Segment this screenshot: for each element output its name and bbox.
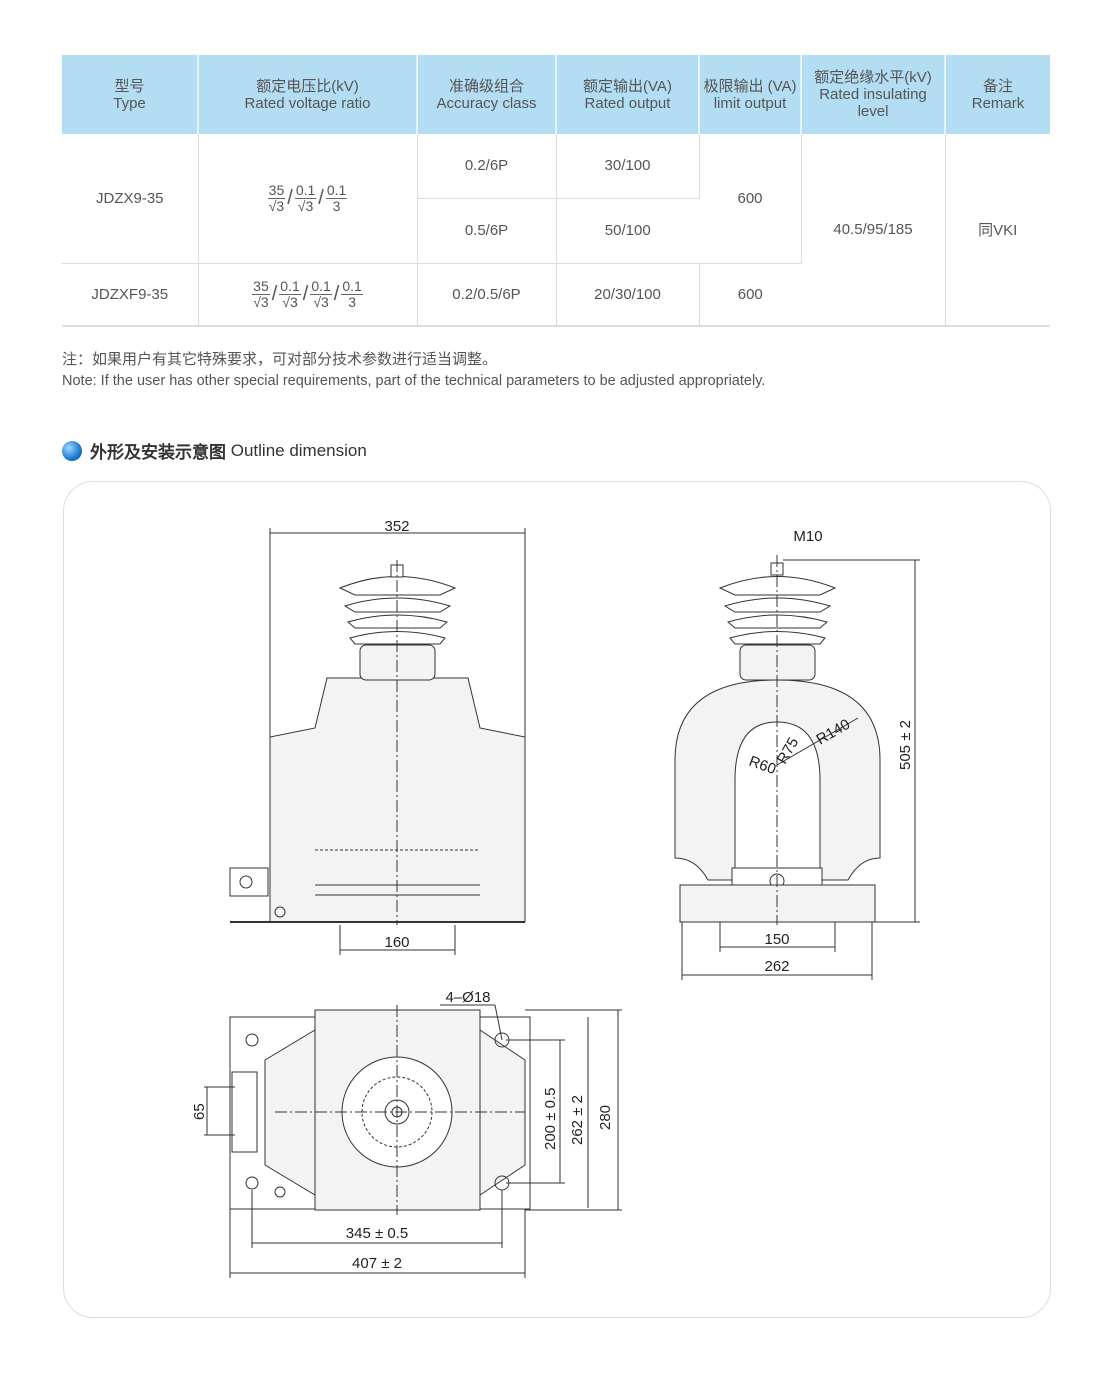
bullet-ball-icon [62,440,82,461]
cell-remark: 同VKI [945,134,1050,327]
dim-352: 352 [384,518,409,535]
header-output: 额定输出(VA)Rated output [556,55,700,134]
dim-holes: 4–Ø18 [445,989,490,1006]
note-en: Note: If the user has other special requ… [62,373,766,389]
dim-65: 65 [191,1103,208,1120]
dim-m10: M10 [793,528,822,545]
cell-output: 30/100 [556,134,700,199]
cell-accuracy: 0.5/6P [417,198,557,264]
cell-limit: 600 [699,134,802,264]
header-ratio: 额定电压比(kV)Rated voltage ratio [198,55,418,134]
cell-output: 50/100 [556,198,699,264]
dim-262: 262 [764,958,789,975]
dim-505: 505 ± 2 [897,720,914,770]
side-view [674,555,920,980]
top-view [204,1004,622,1278]
table-row: 0.5/6P 50/100 [62,198,1050,264]
header-insulating: 额定绝缘水平(kV)Rated insulating level [801,55,946,134]
drawing-panel [63,481,1051,1318]
cell-output: 20/30/100 [556,263,700,327]
note-cn: 注：如果用户有其它特殊要求，可对部分技术参数进行适当调整。 [62,351,498,368]
dim-262-2: 262 ± 2 [569,1095,586,1145]
dim-200: 200 ± 0.5 [542,1088,559,1150]
cell-accuracy: 0.2/6P [417,134,557,199]
dim-407: 407 ± 2 [352,1255,402,1272]
cell-limit: 600 [699,263,801,327]
front-view [229,528,526,955]
section-title: 外形及安装示意图 Outline dimension [62,438,367,463]
cell-insulating: 40.5/95/185 [801,134,946,327]
dim-280: 280 [597,1105,614,1130]
cell-accuracy: 0.2/0.5/6P [417,263,557,327]
dim-160: 160 [384,934,409,951]
dim-345: 345 ± 0.5 [346,1225,408,1242]
dim-150: 150 [764,931,789,948]
cell-type: JDZX9-35 [62,134,199,264]
cell-type: JDZXF9-35 [62,263,199,327]
header-limit: 极限输出 (VA)limit output [699,55,802,134]
